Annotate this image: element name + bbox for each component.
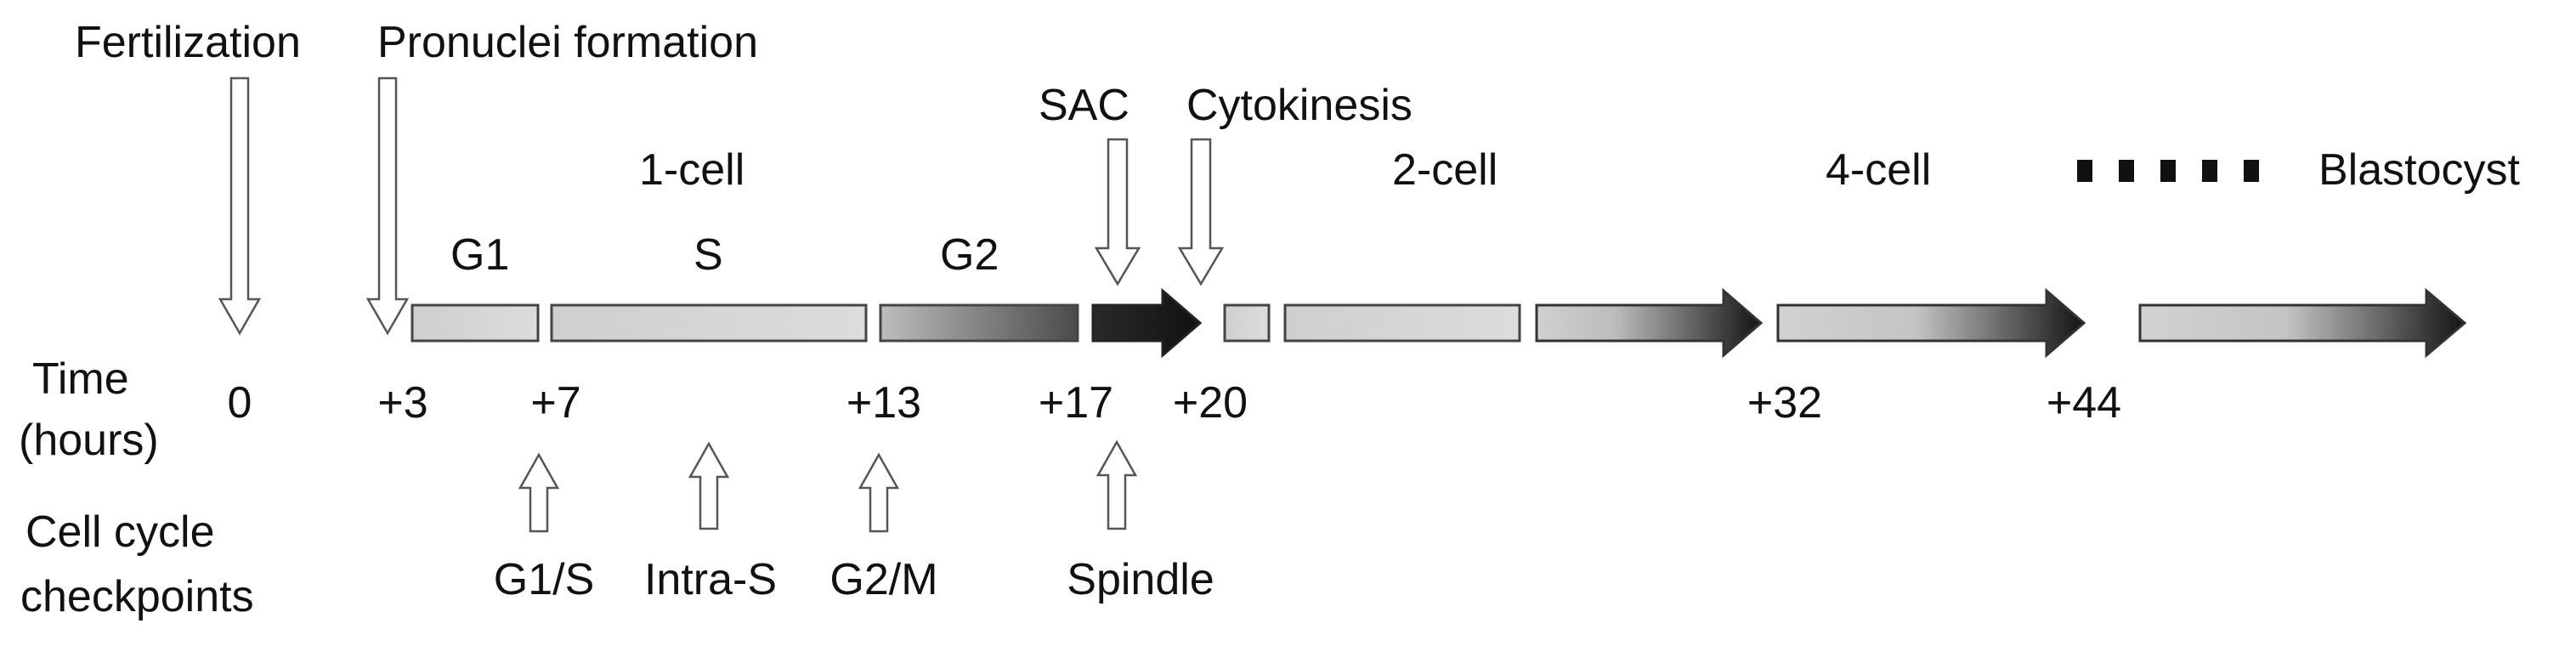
g2m-checkpoint-arrow-up-icon	[858, 452, 900, 533]
stage-4-cell-label: 4-cell	[1826, 145, 1932, 195]
time-tick: +7	[530, 378, 581, 428]
time-tick: +3	[377, 378, 428, 428]
bar-g1-segment	[410, 303, 540, 343]
phase-g1-label: G1	[450, 230, 510, 280]
checkpoint-g1s-label: G1/S	[493, 555, 595, 604]
cytokinesis-label: Cytokinesis	[1186, 81, 1413, 130]
time-tick: +32	[1747, 378, 1823, 428]
intra-s-checkpoint-arrow-up-icon	[688, 441, 730, 530]
bar-blastocyst-arrow	[2138, 287, 2467, 359]
bar-s-segment	[550, 303, 868, 343]
g1s-checkpoint-arrow-up-icon	[518, 452, 560, 533]
bar-2cell-arrow	[1535, 287, 1764, 359]
time-tick: +13	[846, 378, 922, 428]
stage-blastocyst-label: Blastocyst	[2318, 145, 2520, 195]
ellipsis-dots-icon	[2077, 160, 2259, 182]
bar-g2-segment	[879, 303, 1079, 343]
sac-arrow-down-icon	[1094, 138, 1141, 286]
phase-g2-label: G2	[940, 230, 999, 280]
time-tick: +17	[1038, 378, 1114, 428]
checkpoints-label: checkpoints	[20, 572, 254, 621]
bar-m-arrow	[1091, 287, 1203, 359]
bar-4cell-arrow	[1776, 287, 2086, 359]
pronuclei-formation-label: Pronuclei formation	[377, 18, 758, 67]
time-tick: 0	[227, 378, 252, 428]
checkpoint-spindle-label: Spindle	[1067, 555, 1214, 604]
checkpoint-intra-s-label: Intra-S	[643, 555, 778, 604]
sac-label: SAC	[1039, 81, 1129, 130]
cell-cycle-label: Cell cycle	[25, 507, 215, 557]
fertilization-label: Fertilization	[75, 18, 301, 67]
time-tick: +20	[1172, 378, 1248, 428]
pronuclei-arrow-down-icon	[365, 76, 410, 336]
bar-2cell-segment-a	[1223, 303, 1271, 343]
checkpoint-g2m-label: G2/M	[829, 555, 938, 604]
stage-2-cell-label: 2-cell	[1392, 145, 1498, 195]
stage-1-cell-label: 1-cell	[639, 145, 745, 195]
time-tick: +44	[2046, 378, 2122, 428]
time-label: Time	[32, 354, 129, 404]
cytokinesis-arrow-down-icon	[1177, 138, 1225, 286]
fertilization-arrow-down-icon	[218, 76, 262, 336]
time-units-label: (hours)	[19, 416, 159, 465]
spindle-checkpoint-arrow-up-icon	[1096, 439, 1138, 530]
bar-2cell-segment-b	[1283, 303, 1521, 343]
phase-s-label: S	[694, 230, 723, 280]
